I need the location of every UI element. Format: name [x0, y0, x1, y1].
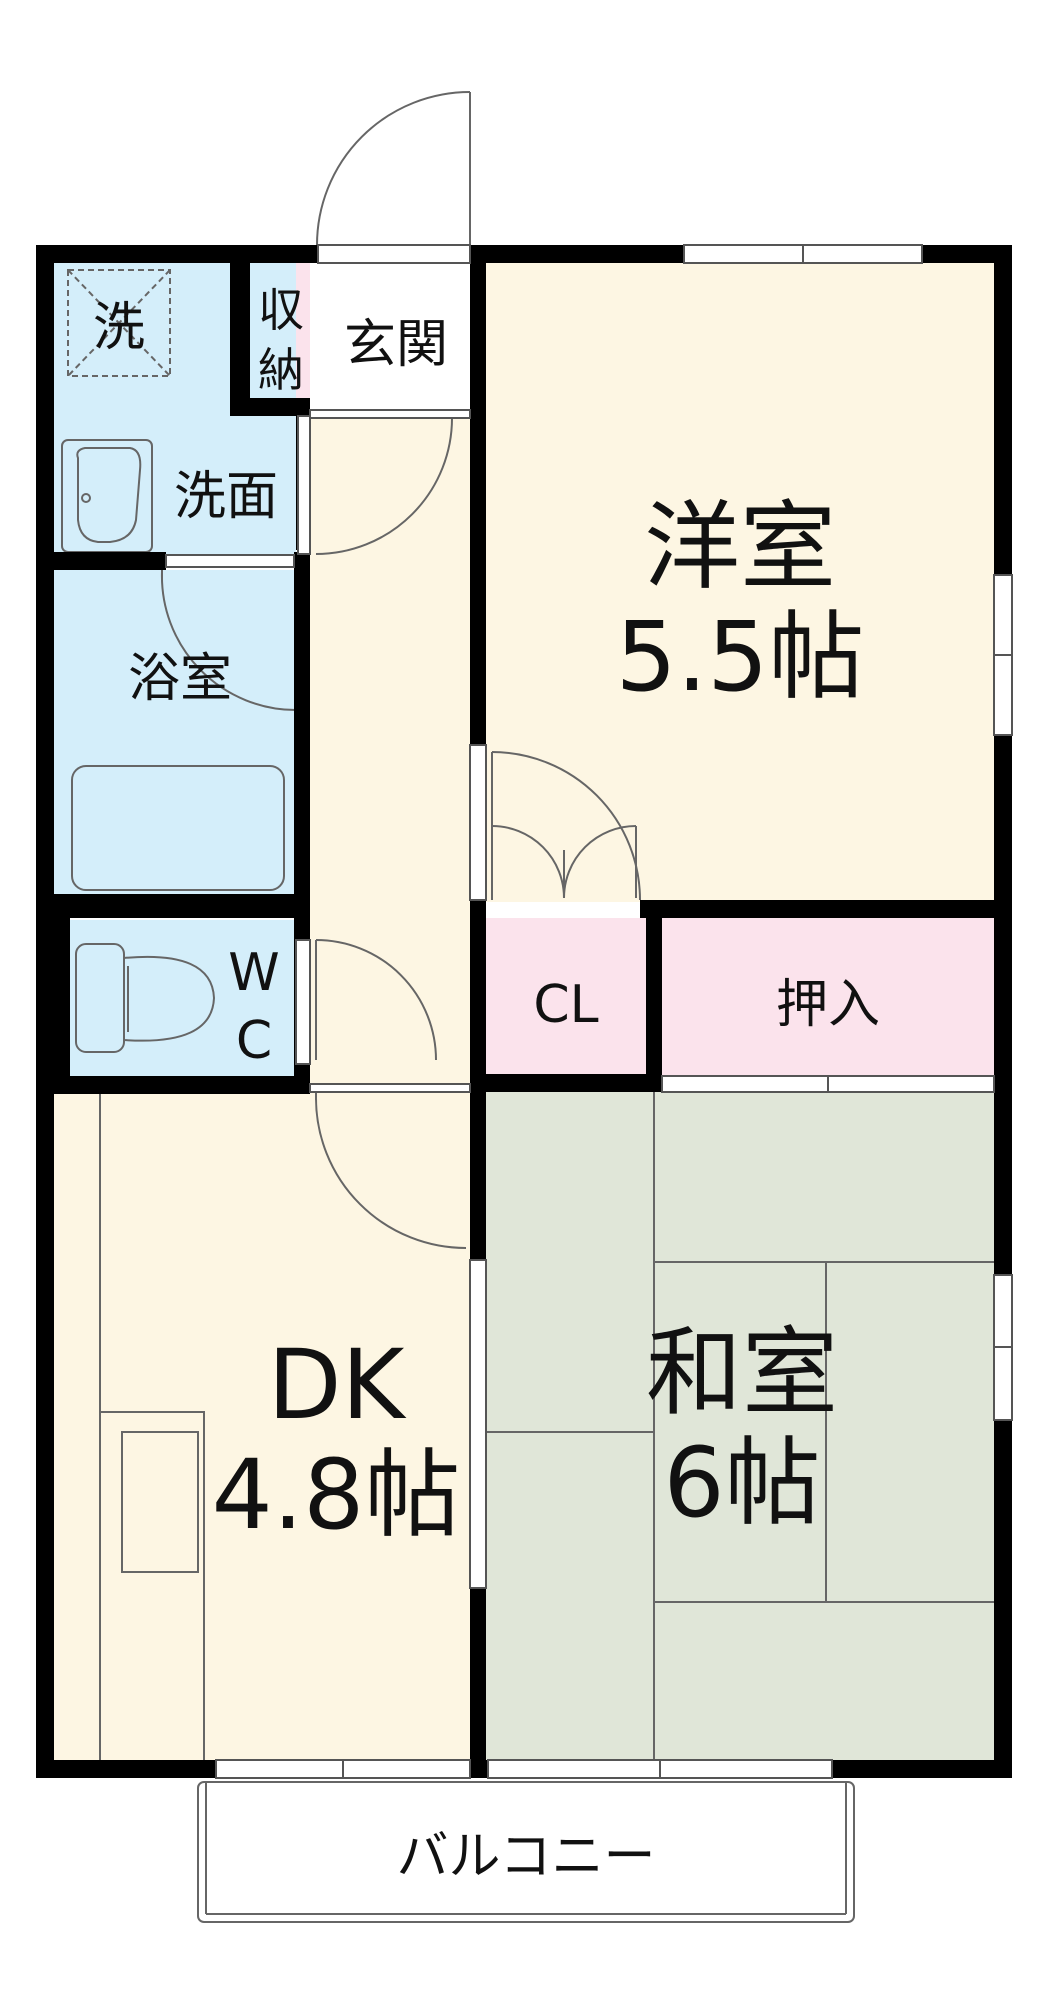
western-room-area: [485, 262, 995, 902]
wall-top-right: [470, 245, 684, 263]
wall-storage-left: [230, 245, 250, 415]
dk-area: [52, 1092, 470, 1762]
wash-basin-bowl: [76, 447, 142, 543]
bath-label: 浴室: [128, 649, 232, 709]
wall-top-left: [36, 245, 318, 263]
storage-label-1: 収: [258, 283, 304, 337]
entrance-area: [310, 262, 470, 410]
western-room-size: 5.5帖: [616, 601, 865, 713]
wash-basin-drain: [81, 493, 91, 503]
japanese-room-name: 和室: [646, 1317, 838, 1429]
closet-area: [485, 918, 647, 1076]
oshiire-area: [662, 918, 995, 1076]
wall-closet-front: [470, 1074, 662, 1092]
washer-pan-diagonal: [67, 269, 171, 377]
room-fills: [52, 262, 995, 1762]
wall-center-1: [470, 245, 486, 745]
window-washroom-opening: [165, 554, 295, 568]
washroom-door-swing: [315, 417, 453, 555]
wall-left: [36, 245, 54, 1777]
wall-bottom-right: [832, 1760, 1012, 1778]
front-door-swing: [316, 91, 471, 246]
wall-western-bottom: [640, 900, 1012, 918]
wall-closet-divider: [646, 900, 662, 1076]
wall-right-3: [994, 1420, 1012, 1777]
closet-label: CL: [533, 975, 598, 1035]
wall-wc-left: [54, 914, 70, 1084]
dk-door-swing: [315, 1097, 467, 1249]
opening-western-door: [469, 744, 487, 901]
bath-area: [52, 570, 296, 896]
wall-bath-bottom: [36, 894, 310, 918]
wc-label-w: W: [228, 943, 279, 1003]
closet-door-swing: [563, 825, 637, 899]
opening-wc-door: [295, 939, 311, 1065]
wall-top-right-2: [922, 245, 1012, 263]
wc-door-swing: [315, 939, 437, 1061]
dk-name: DK: [268, 1329, 407, 1441]
wall-bottom-left: [36, 1760, 216, 1778]
wall-center-3: [470, 1588, 486, 1778]
wc-label-c: C: [236, 1011, 272, 1071]
washer-label: 洗: [93, 298, 145, 358]
dk-size: 4.8帖: [212, 1439, 461, 1551]
wall-wc-bottom: [36, 1076, 310, 1094]
kitchen-sink: [121, 1431, 199, 1573]
window-dk-divider: [469, 1259, 487, 1589]
western-room-name: 洋室: [644, 491, 836, 603]
wc-area: [68, 920, 296, 1076]
oshiire-label: 押入: [776, 975, 880, 1035]
entrance-label: 玄関: [344, 315, 448, 375]
windows: [165, 244, 1013, 1779]
fixtures: [61, 269, 995, 1923]
japanese-room-area: [485, 1092, 995, 1762]
bathtub: [71, 765, 285, 891]
japanese-room-size: 6帖: [663, 1427, 820, 1539]
balcony-outline: [197, 1781, 855, 1923]
wall-right-1: [994, 245, 1012, 575]
opening-front-door: [317, 244, 471, 264]
balcony-label: バルコニー: [397, 1827, 656, 1887]
hallway-area: [310, 410, 470, 1092]
bath-door-swing: [160, 571, 297, 711]
opening-hall-threshold: [309, 1083, 471, 1093]
room-labels: 洋室 5.5帖 和室 6帖 DK 4.8帖 洗 収 納 玄関 洗面 浴室 W C…: [93, 283, 880, 1887]
wall-storage-bottom: [230, 398, 310, 416]
opening-washroom-door: [297, 415, 311, 555]
opening-entry-step: [309, 409, 471, 419]
closet-door-swing: [491, 825, 565, 899]
washer-pan: [67, 269, 171, 377]
toilet-bowl: [123, 955, 216, 1042]
wall-wash-bottom: [36, 552, 166, 570]
washroom-label: 洗面: [174, 467, 278, 527]
wall-right-2: [994, 735, 1012, 1275]
storage-label-2: 納: [258, 343, 304, 397]
